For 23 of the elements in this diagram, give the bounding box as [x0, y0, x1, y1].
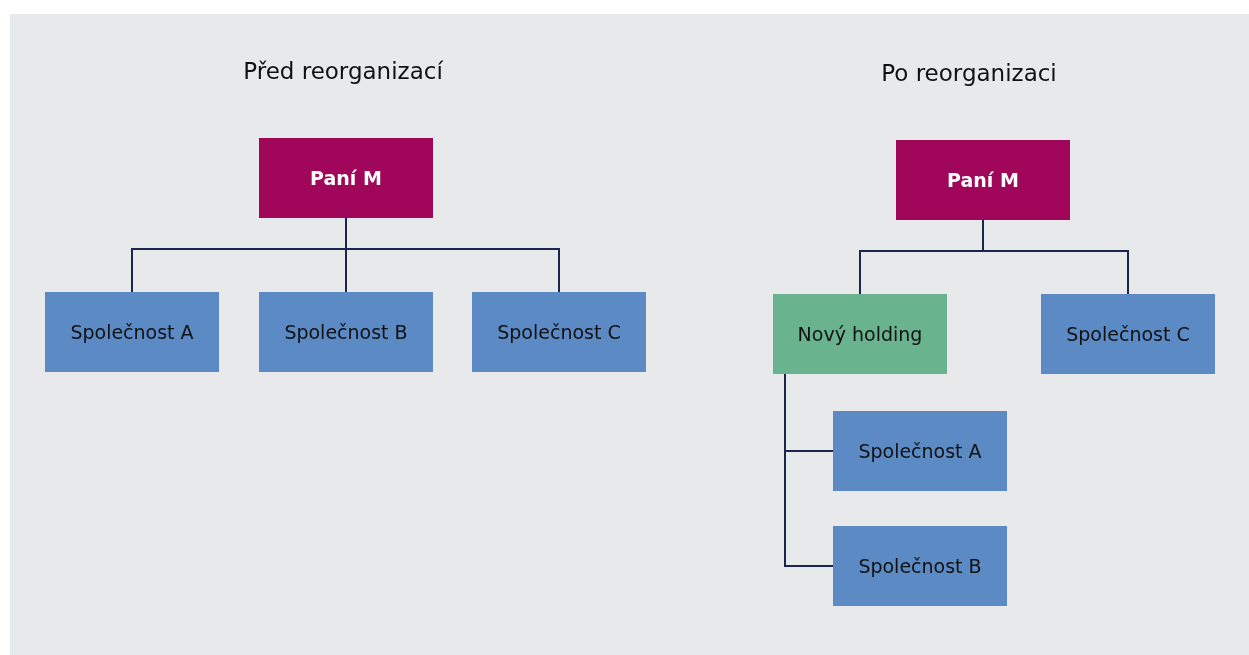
node-label: Společnost C: [1066, 323, 1190, 345]
node-label: Paní M: [310, 167, 382, 189]
owner-box: [896, 140, 1070, 220]
company-box: [259, 292, 433, 372]
owner-box: [259, 138, 433, 218]
node-label: Společnost B: [284, 321, 408, 343]
connector-line: [784, 373, 834, 567]
node-label: Společnost C: [497, 321, 621, 343]
company-box: [45, 292, 219, 372]
node-label: Nový holding: [797, 323, 923, 345]
section-heading: Před reorganizací: [243, 58, 443, 84]
company-box: [472, 292, 646, 372]
node-label: Společnost A: [70, 321, 194, 343]
node-label: Společnost B: [858, 555, 982, 577]
node-label: Paní M: [947, 169, 1019, 191]
section-heading: Po reorganizaci: [881, 60, 1057, 86]
company-box: [833, 411, 1007, 491]
company-box: [833, 526, 1007, 606]
connector-line: [345, 217, 560, 293]
company-box: [1041, 294, 1215, 374]
node-label: Společnost A: [858, 440, 982, 462]
connector-line: [982, 219, 1129, 295]
holding-box: [773, 294, 947, 374]
